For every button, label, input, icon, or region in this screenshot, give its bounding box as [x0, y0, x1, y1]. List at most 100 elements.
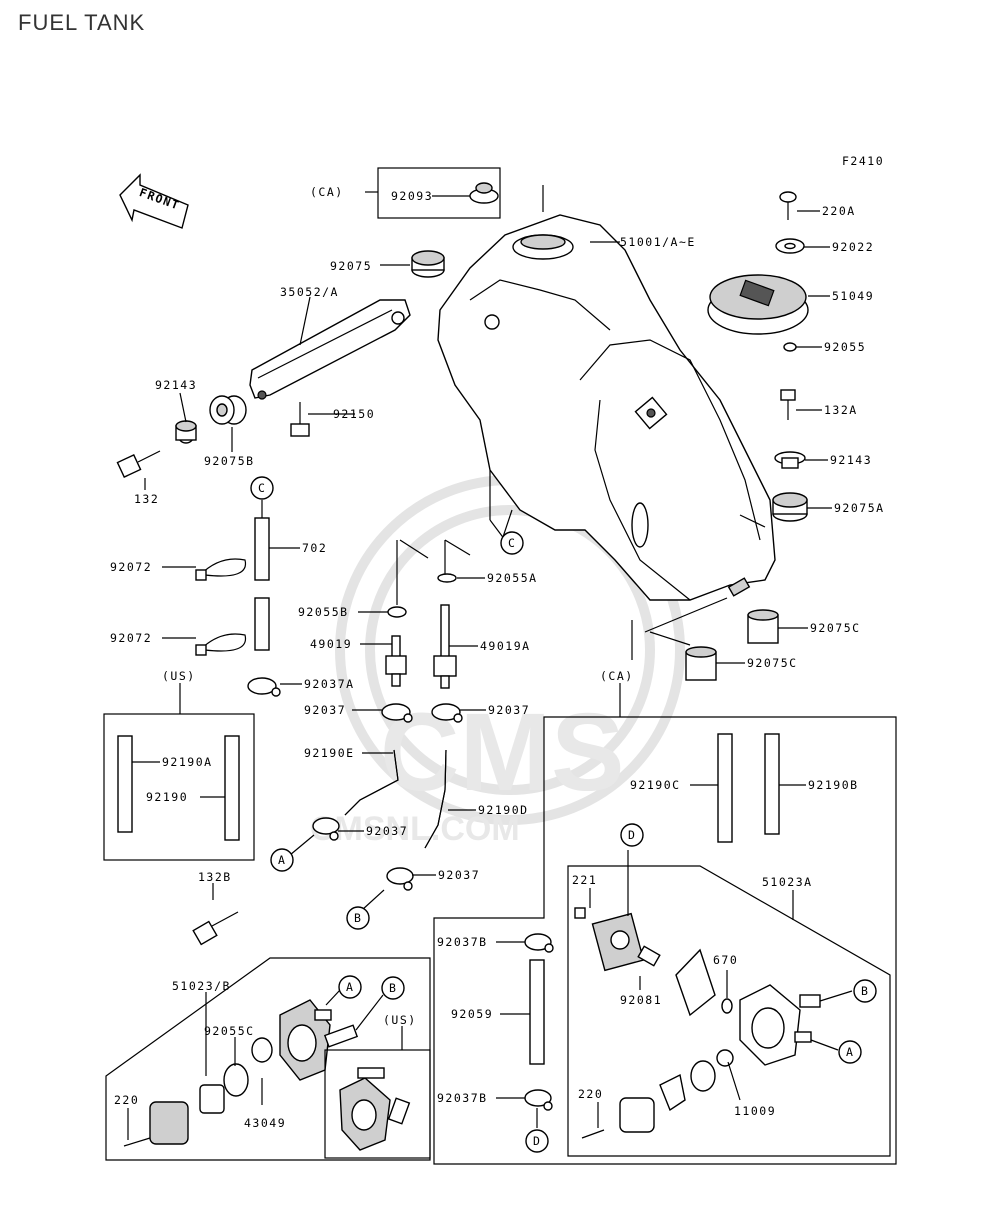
label-92055c: 92055C	[204, 1024, 255, 1038]
callout-letters: C C A B A B D D B A	[258, 481, 869, 1148]
label-92075c-lower: 92075C	[747, 656, 798, 670]
label-220-left: 220	[114, 1093, 139, 1107]
clip-92037b-lower	[524, 1089, 553, 1111]
label-220a: 220A	[822, 204, 856, 218]
label-132: 132	[134, 492, 159, 506]
label-92037a: 92037A	[304, 677, 355, 691]
label-92055b: 92055B	[298, 605, 349, 619]
label-92093: 92093	[391, 189, 433, 203]
part-92075c-upper	[747, 609, 779, 644]
callout-d-top: D	[628, 828, 636, 842]
leader-lines	[127, 191, 853, 1140]
callout-a-valve: A	[346, 980, 354, 994]
label-43049: 43049	[244, 1116, 286, 1130]
guide-lines	[396, 185, 766, 660]
part-51049-cap	[707, 274, 809, 335]
part-92093	[469, 182, 499, 204]
figure-code: F2410	[842, 154, 884, 168]
callout-d-bottom: D	[533, 1134, 541, 1148]
clip-92037b-upper	[524, 933, 554, 953]
label-92190c: 92190C	[630, 778, 681, 792]
label-92055: 92055	[824, 340, 866, 354]
ca-box-top	[377, 167, 501, 219]
part-92075a	[772, 492, 808, 522]
part-92190e-hose	[344, 749, 399, 816]
label-92059: 92059	[451, 1007, 493, 1021]
part-92055b-ring	[387, 606, 407, 618]
ca-box-bottom	[433, 716, 897, 1165]
part-labels: F2410 (CA) 92093 92075 35052/A 92143 921…	[110, 154, 885, 1130]
part-92190-hoses	[117, 735, 240, 841]
label-49019: 49019	[310, 637, 352, 651]
part-51023b-valve	[123, 999, 359, 1147]
label-us-valve: (US)	[383, 1013, 417, 1027]
label-92075: 92075	[330, 259, 372, 273]
part-92072-clamps	[195, 558, 247, 656]
clip-92037-lower1	[312, 817, 340, 841]
label-92037b-upper: 92037B	[437, 935, 488, 949]
us-box-valve	[324, 1049, 431, 1159]
label-92072-lower: 92072	[110, 631, 152, 645]
label-702: 702	[302, 541, 327, 555]
label-92037-left: 92037	[304, 703, 346, 717]
clip-92037-right	[431, 703, 463, 723]
part-92022-washer	[775, 238, 805, 254]
front-arrow: FRONT	[119, 173, 189, 229]
part-49019	[385, 635, 407, 687]
clip-92037a	[247, 677, 281, 697]
label-51049: 51049	[832, 289, 874, 303]
label-92075a: 92075A	[834, 501, 885, 515]
label-92081: 92081	[620, 993, 662, 1007]
label-92190e: 92190E	[304, 746, 355, 760]
box-51023a	[567, 865, 891, 1157]
label-92075b: 92075B	[204, 454, 255, 468]
label-92037-lower1: 92037	[366, 824, 408, 838]
part-92143-right	[774, 451, 806, 469]
label-ca-bottom: (CA)	[600, 669, 634, 683]
part-702-hose	[254, 517, 270, 651]
label-92022: 92022	[832, 240, 874, 254]
label-670: 670	[713, 953, 738, 967]
label-92037b-lower: 92037B	[437, 1091, 488, 1105]
label-92037-lower2: 92037	[438, 868, 480, 882]
callout-c-tank: C	[508, 536, 516, 550]
label-51023b: 51023/B	[172, 979, 231, 993]
part-49019a	[433, 604, 457, 689]
part-92075c-lower	[685, 646, 717, 681]
part-220a-screw	[779, 191, 797, 220]
label-92190a: 92190A	[162, 755, 213, 769]
part-35052	[249, 299, 411, 400]
label-51023a: 51023A	[762, 875, 813, 889]
part-132b-bolt	[192, 911, 239, 946]
label-92037-right: 92037	[488, 703, 530, 717]
part-51023a-valve	[574, 878, 821, 1139]
label-ca-top: (CA)	[310, 185, 344, 199]
label-35052a: 35052/A	[280, 285, 339, 299]
part-92059-hose	[529, 959, 545, 1065]
callout-b-left: B	[354, 911, 362, 925]
label-132a: 132A	[824, 403, 858, 417]
part-92190d-hose	[424, 749, 447, 849]
label-92190: 92190	[146, 790, 188, 804]
part-92055a-ring	[437, 573, 457, 583]
watermark-url: CMSNL.COM	[310, 810, 520, 848]
label-11009: 11009	[734, 1104, 776, 1118]
clip-92037-left	[381, 703, 413, 723]
label-92072-upper: 92072	[110, 560, 152, 574]
part-92075	[411, 250, 445, 278]
callout-a-left: A	[278, 853, 286, 867]
label-220-right: 220	[578, 1087, 603, 1101]
label-us-top: (US)	[162, 669, 196, 683]
callout-b-right: B	[861, 984, 869, 998]
label-92190b: 92190B	[808, 778, 859, 792]
label-221: 221	[572, 873, 597, 887]
fuel-tank	[437, 214, 776, 601]
part-92075b	[209, 395, 247, 425]
label-51001: 51001/A~E	[620, 235, 696, 249]
page-title: FUEL TANK	[18, 10, 146, 35]
label-49019a: 49019A	[480, 639, 531, 653]
watermark-text: CMS	[380, 691, 624, 814]
part-92190c-92190b	[717, 733, 780, 843]
callout-a-right: A	[846, 1045, 854, 1059]
part-92150-bolt	[290, 402, 310, 437]
